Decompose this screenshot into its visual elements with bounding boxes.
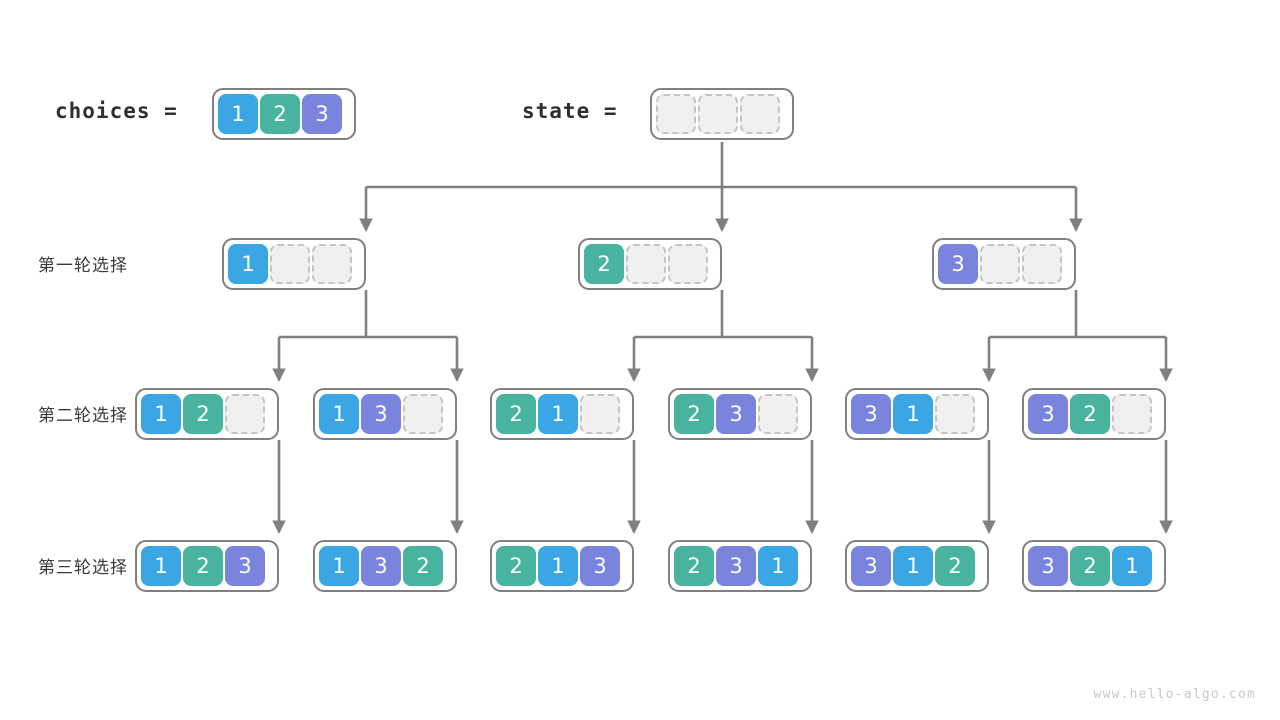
array-cell-filled: 1 bbox=[893, 394, 933, 434]
array-cell-empty bbox=[403, 394, 443, 434]
array-cell-empty bbox=[698, 94, 738, 134]
array-cell-filled: 1 bbox=[141, 394, 181, 434]
array-cell-filled: 2 bbox=[935, 546, 975, 586]
array-cell-filled: 2 bbox=[183, 394, 223, 434]
array-cell-filled: 1 bbox=[1112, 546, 1152, 586]
array-cell-empty bbox=[580, 394, 620, 434]
array-cell-filled: 3 bbox=[1028, 394, 1068, 434]
array-cell-empty bbox=[312, 244, 352, 284]
array-cell-filled: 2 bbox=[260, 94, 300, 134]
state-label: state = bbox=[522, 99, 618, 123]
watermark: www.hello-algo.com bbox=[1093, 687, 1256, 702]
array-cell-empty bbox=[980, 244, 1020, 284]
array-cell-filled: 1 bbox=[319, 546, 359, 586]
state-array bbox=[650, 88, 794, 140]
array-cell-filled: 3 bbox=[361, 546, 401, 586]
array-cell-filled: 3 bbox=[225, 546, 265, 586]
array-cell-empty bbox=[626, 244, 666, 284]
array-cell-empty bbox=[1022, 244, 1062, 284]
array-cell-filled: 3 bbox=[716, 394, 756, 434]
round1-node-1: 2 bbox=[578, 238, 722, 290]
array-cell-filled: 2 bbox=[496, 546, 536, 586]
round1-node-2: 3 bbox=[932, 238, 1076, 290]
array-cell-filled: 1 bbox=[893, 546, 933, 586]
array-cell-empty bbox=[935, 394, 975, 434]
array-cell-empty bbox=[1112, 394, 1152, 434]
array-cell-empty bbox=[758, 394, 798, 434]
array-cell-filled: 3 bbox=[580, 546, 620, 586]
array-cell-filled: 2 bbox=[584, 244, 624, 284]
array-cell-filled: 3 bbox=[302, 94, 342, 134]
array-cell-filled: 2 bbox=[496, 394, 536, 434]
array-cell-filled: 1 bbox=[319, 394, 359, 434]
row-label-round-2: 第二轮选择 bbox=[38, 406, 128, 426]
array-cell-filled: 3 bbox=[716, 546, 756, 586]
array-cell-filled: 2 bbox=[1070, 546, 1110, 586]
choices-label: choices = bbox=[55, 99, 178, 123]
row-label-round-1: 第一轮选择 bbox=[38, 256, 128, 276]
array-cell-filled: 1 bbox=[758, 546, 798, 586]
array-cell-empty bbox=[270, 244, 310, 284]
array-cell-empty bbox=[225, 394, 265, 434]
array-cell-filled: 2 bbox=[1070, 394, 1110, 434]
array-cell-filled: 2 bbox=[674, 394, 714, 434]
array-cell-filled: 1 bbox=[538, 546, 578, 586]
array-cell-filled: 2 bbox=[183, 546, 223, 586]
row-label-round-3: 第三轮选择 bbox=[38, 558, 128, 578]
array-cell-filled: 1 bbox=[228, 244, 268, 284]
array-cell-filled: 3 bbox=[851, 394, 891, 434]
array-cell-empty bbox=[668, 244, 708, 284]
array-cell-filled: 3 bbox=[1028, 546, 1068, 586]
array-cell-filled: 3 bbox=[361, 394, 401, 434]
array-cell-empty bbox=[656, 94, 696, 134]
array-cell-filled: 2 bbox=[674, 546, 714, 586]
array-cell-filled: 1 bbox=[538, 394, 578, 434]
array-cell-filled: 3 bbox=[938, 244, 978, 284]
round1-node-0: 1 bbox=[222, 238, 366, 290]
array-cell-filled: 2 bbox=[403, 546, 443, 586]
array-cell-filled: 1 bbox=[218, 94, 258, 134]
array-cell-filled: 3 bbox=[851, 546, 891, 586]
array-cell-empty bbox=[740, 94, 780, 134]
array-cell-filled: 1 bbox=[141, 546, 181, 586]
